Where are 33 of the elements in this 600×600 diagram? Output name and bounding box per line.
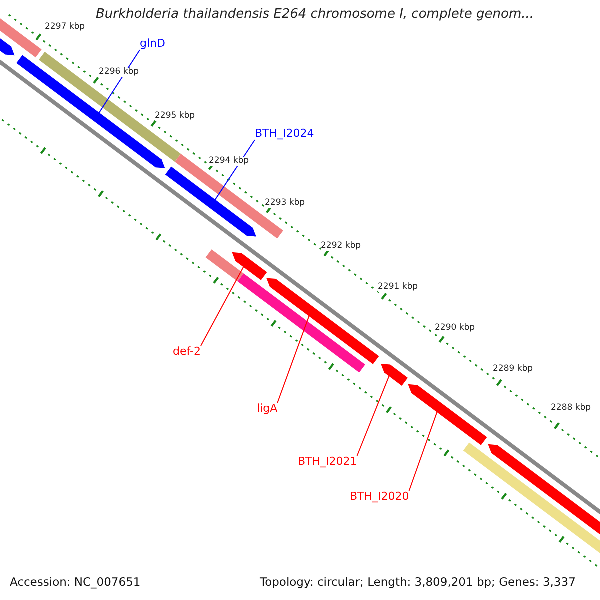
gene-label: def-2 xyxy=(173,346,201,358)
gene-feature xyxy=(408,384,488,446)
gene-feature xyxy=(206,250,244,282)
leader-line xyxy=(200,266,244,346)
gene-feature xyxy=(39,52,181,162)
accession-text: Accession: NC_007651 xyxy=(10,576,141,589)
scale-label: 2293 kbp xyxy=(265,199,306,208)
scale-label: 2291 kbp xyxy=(378,283,418,292)
scale-label: 2292 kbp xyxy=(321,242,362,252)
gene-label: BTH_I2021 xyxy=(298,456,358,468)
scale-label: 2288 kbp xyxy=(551,404,592,414)
scale-label: 2295 kbp xyxy=(155,112,196,122)
scale-label: 2289 kbp xyxy=(493,365,534,374)
leader-line xyxy=(408,412,438,492)
gene-feature xyxy=(266,278,380,364)
genome-stats-text: Topology: circular; Length: 3,809,201 bp; Genes: 3,337 xyxy=(260,576,576,589)
leader-line xyxy=(98,50,140,114)
gene-label: glnD xyxy=(140,38,166,50)
scale-label: 2296 kbp xyxy=(99,68,140,78)
gene-feature xyxy=(381,364,408,386)
scale-label: 2297 kbp xyxy=(45,23,86,32)
gene-label: BTH_I2020 xyxy=(350,491,410,504)
leader-line xyxy=(356,376,390,456)
scale-label: 2290 kbp xyxy=(435,324,476,334)
leader-line xyxy=(214,140,256,200)
gene-feature xyxy=(232,252,268,280)
gene-feature xyxy=(165,166,256,237)
gene-label: BTH_I2024 xyxy=(255,128,314,140)
scale-label: 2294 kbp xyxy=(209,157,250,166)
leader-line xyxy=(277,316,310,404)
title: Burkholderia thailandensis E264 chromosome I, complete genom... xyxy=(94,8,536,22)
gene-label: ligA xyxy=(257,403,278,416)
gene-feature xyxy=(238,274,366,373)
